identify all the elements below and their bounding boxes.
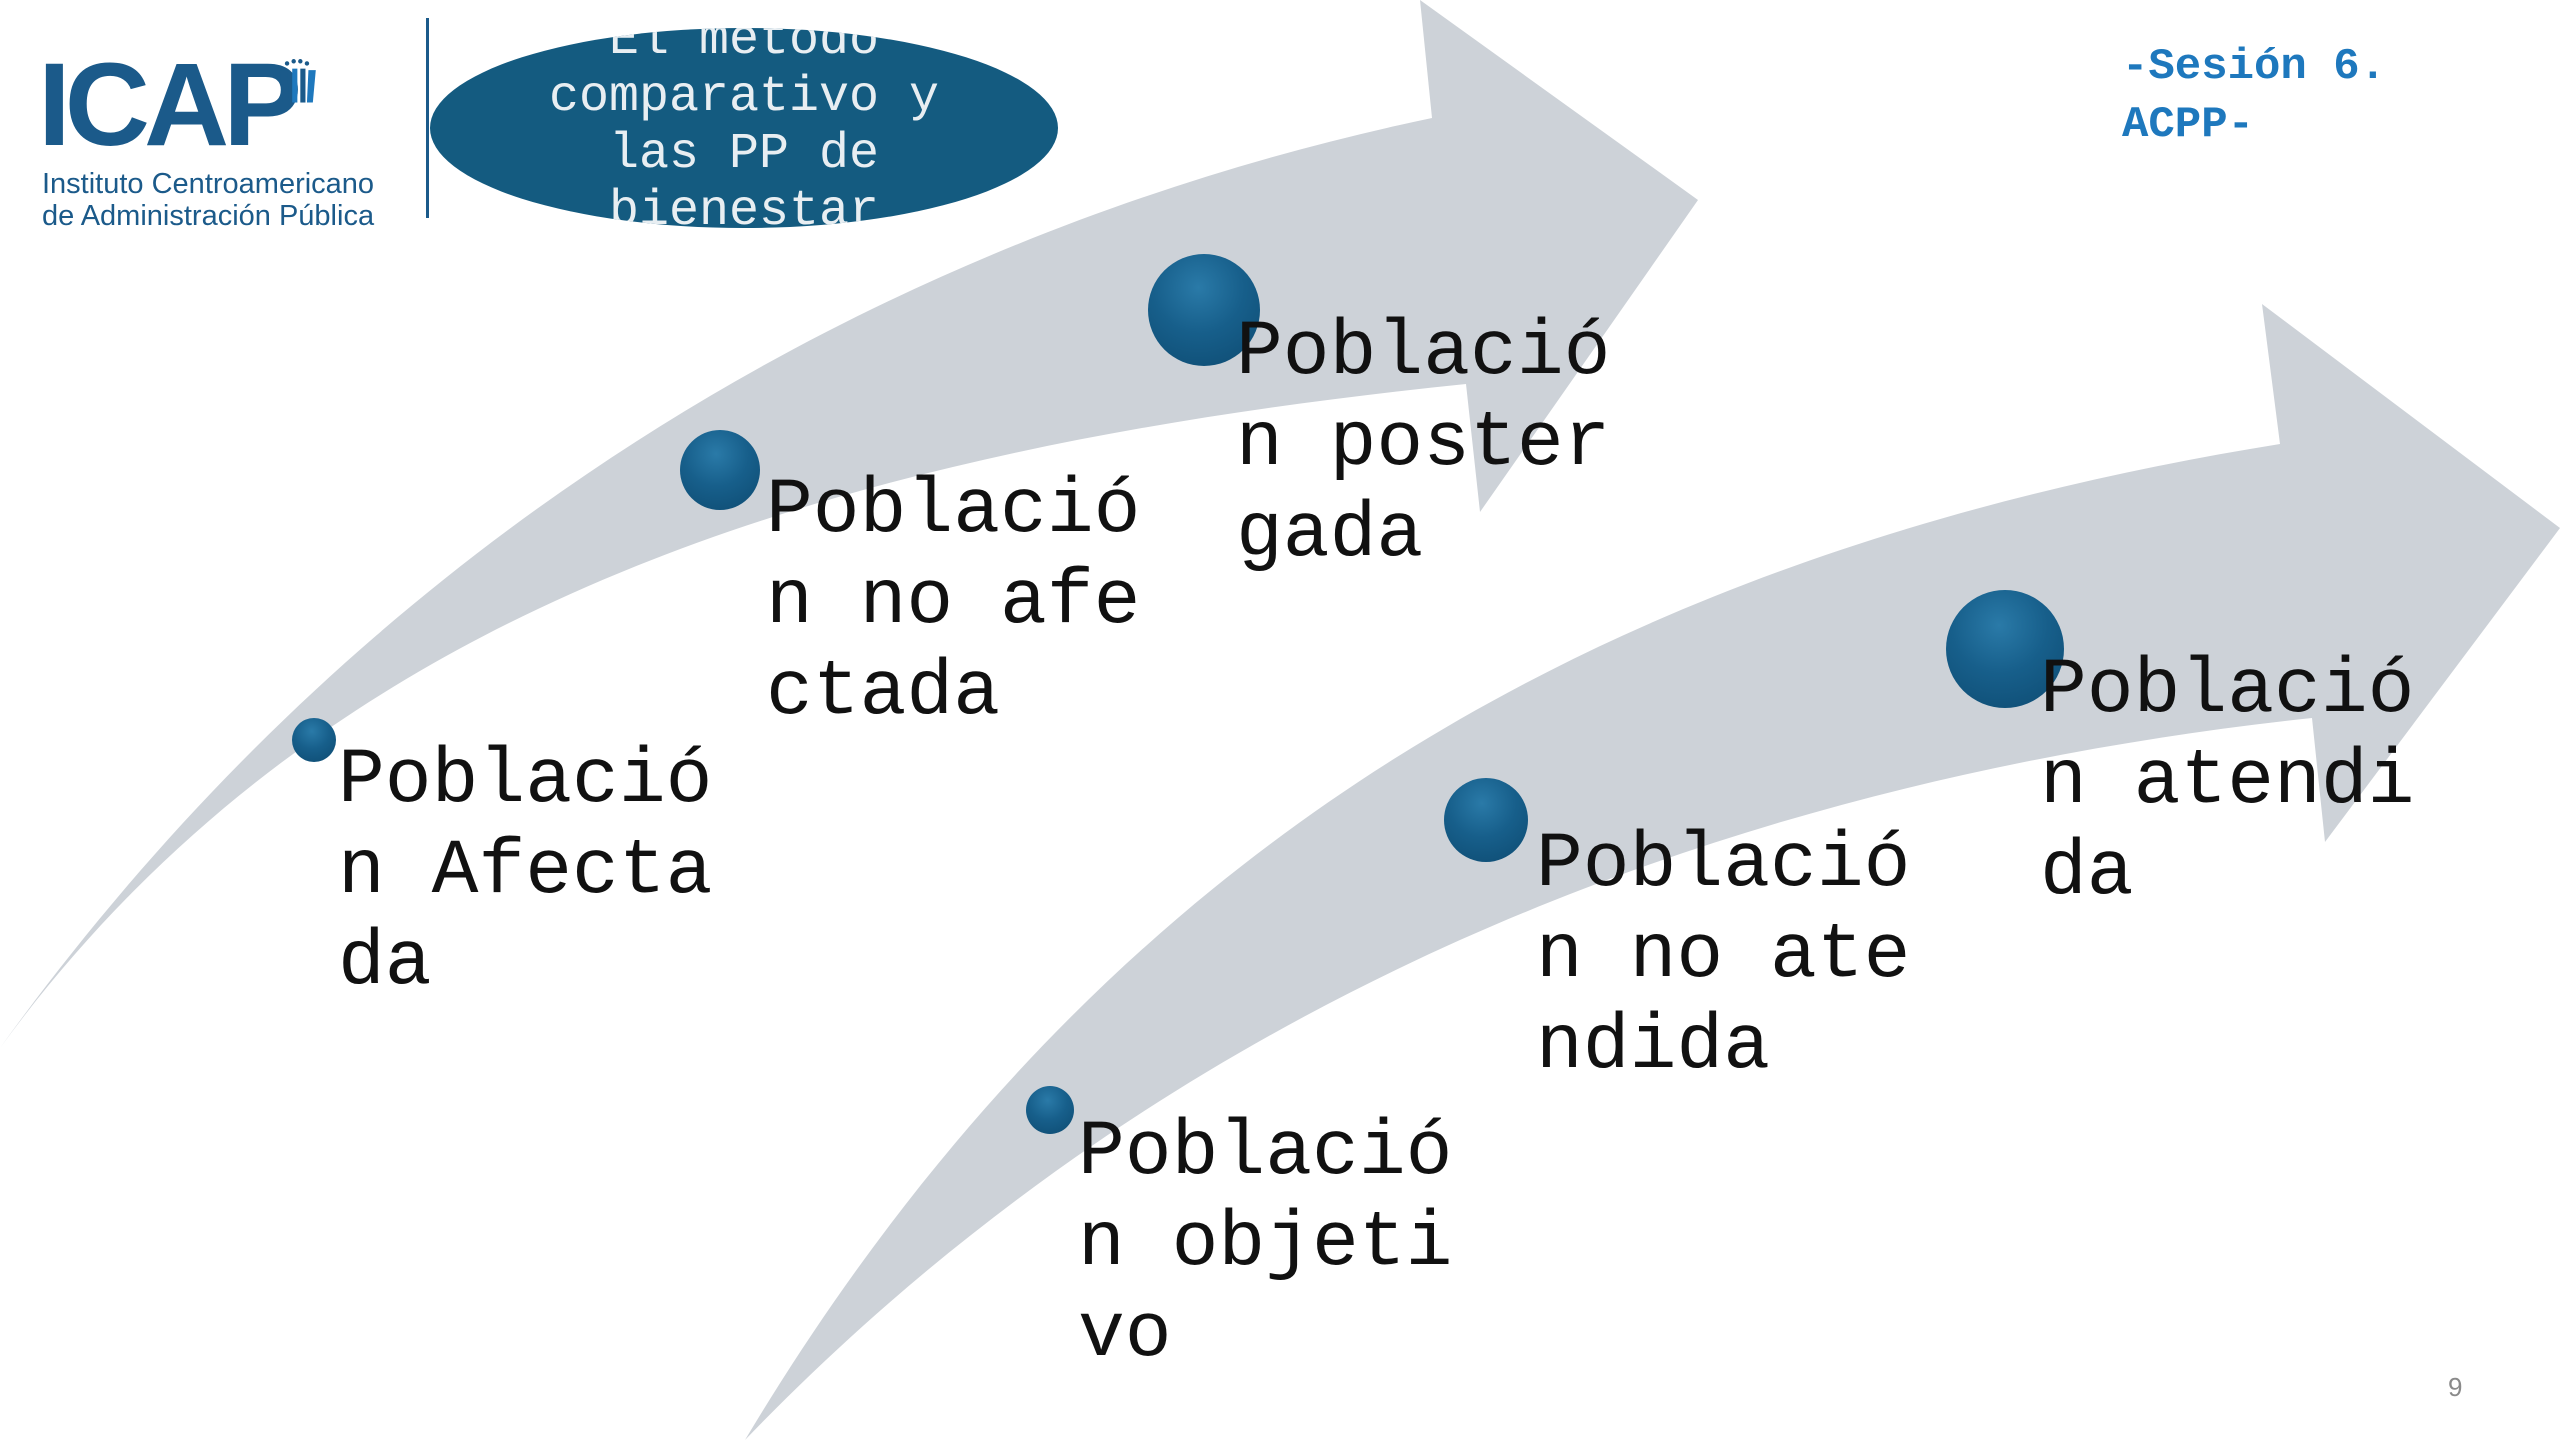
logo-subtitle-line-2: de Administración Pública: [42, 200, 375, 232]
session-label: -Sesión 6. ACPP-: [2122, 42, 2387, 150]
logo-subtitle-line-1: Instituto Centroamericano: [42, 168, 375, 200]
header-divider: [426, 18, 429, 218]
title-ellipse: El método comparativo y las PP de bienes…: [430, 28, 1058, 228]
step-dot-1-1: [292, 718, 336, 762]
curved-arrow-2: [745, 304, 2560, 1440]
step-dot-1-3: [1148, 254, 1260, 366]
curved-arrow-1: [0, 0, 1698, 1048]
step-label-2-3: Población atendida: [2040, 647, 2415, 917]
slide-title: El método comparativo y las PP de bienes…: [548, 28, 940, 228]
step-label-1-1: Población Afectada: [338, 737, 713, 1007]
step-dot-2-3: [1946, 590, 2064, 708]
step-dot-2-2: [1444, 778, 1528, 862]
step-dot-2-1: [1026, 1086, 1074, 1134]
icap-logo: ICAP Instituto Centroamericano de Admini…: [38, 18, 438, 232]
logo-wordmark: ICAP: [38, 39, 302, 171]
step-dot-1-2: [680, 430, 760, 510]
step-label-1-2: Población no afectada: [766, 467, 1141, 737]
logo-subtitle: Instituto Centroamericano de Administrac…: [42, 168, 374, 232]
step-label-1-3: Población postergada: [1236, 309, 1611, 579]
page-number: 9: [2448, 1372, 2463, 1402]
step-label-2-1: Población objetivo: [1078, 1109, 1453, 1379]
people-icon: [279, 59, 316, 103]
step-label-2-2: Población no atendida: [1536, 821, 1911, 1091]
